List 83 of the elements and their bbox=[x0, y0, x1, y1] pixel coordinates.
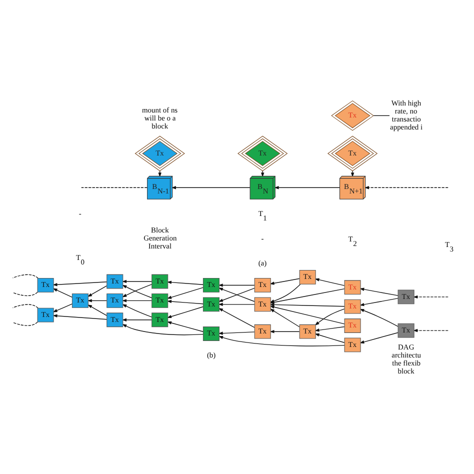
label: DAG architectu the flexib block bbox=[392, 342, 422, 375]
node-box: Tx bbox=[106, 292, 124, 308]
node-box: Tx bbox=[72, 292, 88, 308]
arrow bbox=[360, 308, 398, 326]
node-box: Tx bbox=[254, 278, 271, 292]
node-diamond: Tx bbox=[327, 135, 378, 171]
label: - bbox=[78, 208, 82, 218]
node-box: Tx bbox=[152, 312, 168, 327]
arrow bbox=[122, 318, 152, 321]
connector bbox=[12, 321, 38, 326]
node-box: Tx bbox=[202, 326, 220, 340]
node-box: Tx bbox=[254, 324, 271, 338]
arrow bbox=[350, 170, 354, 177]
label: Block Generation Interval bbox=[144, 224, 177, 250]
arrow bbox=[274, 186, 340, 189]
node-box: Tx bbox=[344, 298, 361, 314]
arrow bbox=[122, 279, 152, 283]
arrow bbox=[270, 305, 345, 324]
node-box: Tx bbox=[398, 322, 414, 338]
node-diamond: Tx bbox=[134, 135, 185, 171]
node-diamond: Tx bbox=[331, 100, 374, 130]
arrow bbox=[364, 186, 448, 189]
label: - bbox=[261, 233, 264, 242]
arrow bbox=[218, 308, 255, 328]
arrow bbox=[87, 304, 108, 316]
arrow bbox=[52, 281, 108, 286]
arrow bbox=[166, 320, 204, 332]
node-box: Tx bbox=[202, 296, 220, 312]
node-diamond: Tx bbox=[238, 135, 288, 171]
arrow bbox=[166, 306, 204, 318]
arrow bbox=[314, 332, 345, 342]
node-box: Tx bbox=[344, 337, 361, 352]
arrow bbox=[218, 331, 255, 334]
arrow bbox=[122, 323, 204, 335]
arrow bbox=[52, 288, 72, 298]
node-box: Tx bbox=[106, 274, 124, 288]
node-box: Tx bbox=[106, 312, 124, 327]
node-text: With high rate, no transactio appended i bbox=[390, 98, 423, 132]
arrow bbox=[158, 170, 162, 177]
node-box: Tx bbox=[299, 270, 316, 284]
arrow bbox=[218, 302, 255, 306]
arrow bbox=[122, 304, 152, 317]
arrow bbox=[360, 297, 398, 306]
arrow bbox=[166, 286, 204, 298]
arrow bbox=[270, 278, 300, 284]
node-box: Tx bbox=[202, 278, 220, 292]
node-box: Tx bbox=[398, 289, 414, 304]
arrow bbox=[413, 328, 448, 332]
connector bbox=[12, 304, 38, 308]
arrow bbox=[260, 170, 264, 177]
node-box: Tx bbox=[299, 324, 316, 338]
connector bbox=[81, 186, 148, 188]
arrow bbox=[171, 186, 250, 189]
connector bbox=[12, 274, 38, 278]
node-box: Tx bbox=[344, 318, 361, 332]
node-label: mount of ns will be o a block bbox=[142, 104, 178, 130]
arrow bbox=[52, 303, 72, 312]
arrow bbox=[122, 298, 152, 302]
label: (b) bbox=[206, 350, 216, 360]
connector bbox=[373, 114, 390, 116]
label: (a) bbox=[258, 258, 267, 267]
arrow bbox=[270, 308, 300, 327]
arrow bbox=[166, 280, 204, 284]
arrow bbox=[413, 294, 448, 298]
arrow bbox=[314, 308, 345, 326]
node-box: Tx bbox=[152, 274, 168, 288]
node-box: Tx bbox=[344, 280, 361, 294]
arrow bbox=[218, 283, 255, 286]
arrow bbox=[314, 326, 345, 332]
node-box: Tx bbox=[37, 278, 54, 292]
arrow bbox=[314, 278, 345, 286]
arrow bbox=[52, 314, 108, 320]
arrow bbox=[166, 299, 204, 304]
arrow bbox=[360, 287, 398, 296]
arrow bbox=[218, 336, 345, 346]
arrow bbox=[218, 287, 255, 302]
arrow bbox=[87, 298, 108, 302]
node-box: Tx bbox=[37, 307, 54, 322]
arrow bbox=[87, 285, 108, 296]
node-box: Tx bbox=[152, 292, 168, 308]
connector bbox=[12, 291, 38, 296]
arrow bbox=[360, 332, 398, 343]
node-box: Tx bbox=[254, 296, 271, 312]
